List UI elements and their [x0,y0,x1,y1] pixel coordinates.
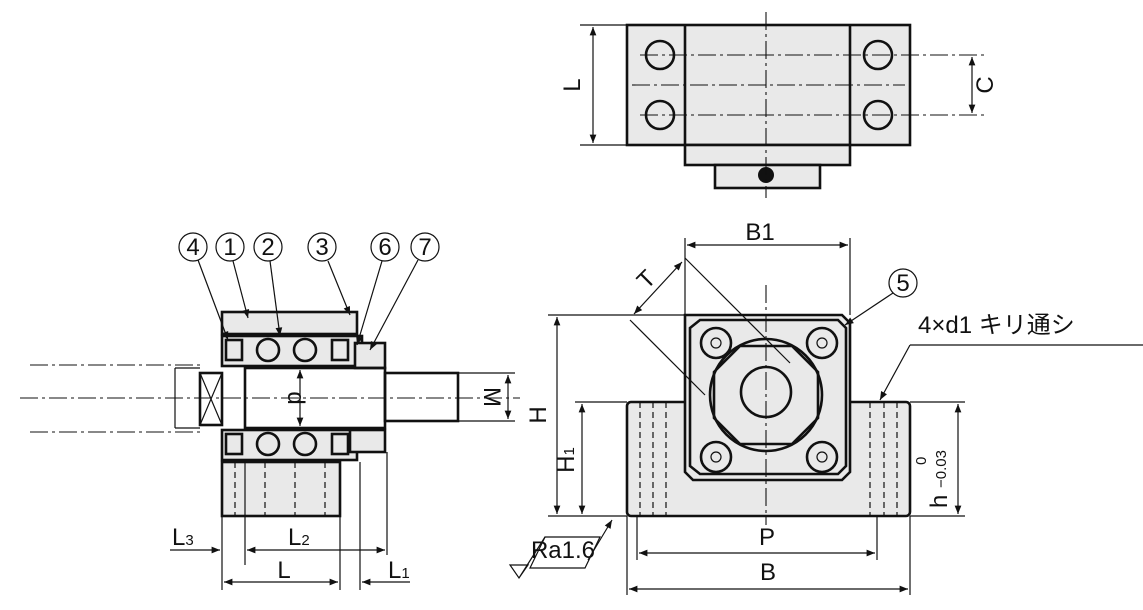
top-view: L C [559,12,999,198]
side-view: d M 4 1 2 3 6 7 L3 L2 L L1 [20,232,520,590]
bolt-icon [699,326,839,474]
dim-h: h [926,495,953,508]
dim-H: H [525,406,552,423]
svg-text:7: 7 [418,234,431,261]
bearing-ball-icon [224,337,350,457]
hole-note: 4×d1 キリ通シ [918,312,1075,339]
dim-H1: H1 [553,447,580,473]
svg-text:3: 3 [315,234,328,261]
svg-text:1: 1 [223,234,236,261]
dim-L: L [277,557,290,584]
callout-6: 6 [356,232,400,346]
front-view: B1 T H H1 h 0 −0.03 P B 5 4×d1 キリ通シ [508,219,1143,595]
dim-T: T [632,265,662,295]
callout-5 [888,268,918,298]
svg-text:4: 4 [186,234,199,261]
dim-P: P [759,524,775,551]
callout-3: 3 [307,232,351,316]
svg-text:5: 5 [896,270,909,297]
dim-B1: B1 [745,219,774,246]
svg-text:6: 6 [378,234,391,261]
dim-L3: L3 [172,524,194,551]
callout-1: 1 [215,232,250,319]
dim-C: C [972,76,999,93]
callout-4: 4 [178,232,229,341]
tolerance-lower: −0.03 [933,450,950,488]
dim-L-top: L [559,78,586,91]
dim-L2: L2 [288,524,310,551]
tolerance-upper: 0 [913,457,930,465]
subscript: 1 [561,447,578,455]
callout-2: 2 [253,232,283,337]
dim-d: d [282,391,309,404]
surface-finish: Ra1.6 [531,537,595,564]
dim-L1: L1 [388,557,410,584]
svg-text:2: 2 [261,234,274,261]
dim-B: B [760,559,776,586]
callout-7: 7 [369,232,440,351]
dim-M: M [478,387,505,407]
